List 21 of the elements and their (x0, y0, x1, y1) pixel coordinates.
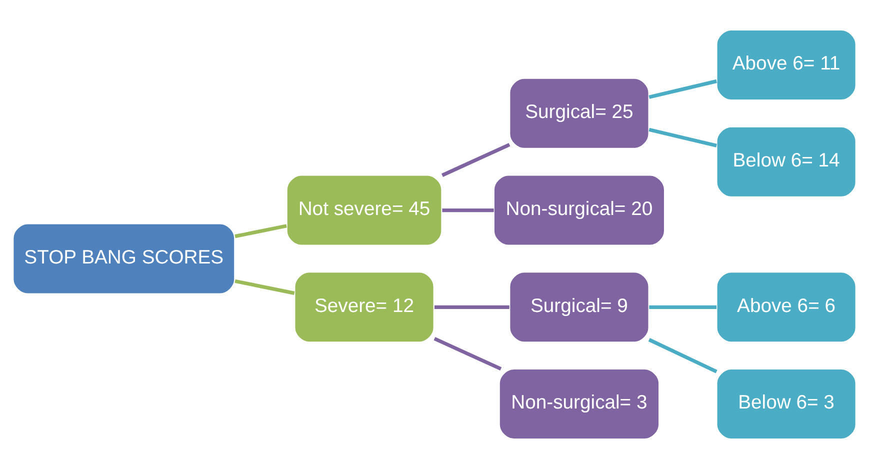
connector (648, 127, 717, 147)
connector (434, 336, 502, 370)
node-box: Above 6= 11 (716, 28, 857, 100)
node-box: Below 6= 14 (716, 126, 857, 198)
connector (648, 78, 717, 98)
node-box: Not severe= 45 (286, 174, 442, 246)
connector (442, 208, 494, 212)
connector (234, 224, 287, 238)
connector (434, 304, 510, 308)
node-box: Surgical= 25 (508, 77, 650, 149)
node-box: Above 6= 6 (716, 270, 857, 342)
node-box: STOP BANG SCORES (12, 222, 236, 294)
connector (441, 142, 510, 176)
connector (649, 304, 717, 308)
connector (648, 338, 718, 373)
node-box: Severe= 12 (294, 270, 434, 342)
node-box: Surgical= 9 (508, 270, 650, 342)
node-box: Below 6= 3 (716, 368, 857, 440)
node-box: Non-surgical= 20 (493, 174, 666, 246)
connector (234, 278, 295, 294)
node-box: Non-surgical= 3 (498, 368, 660, 440)
